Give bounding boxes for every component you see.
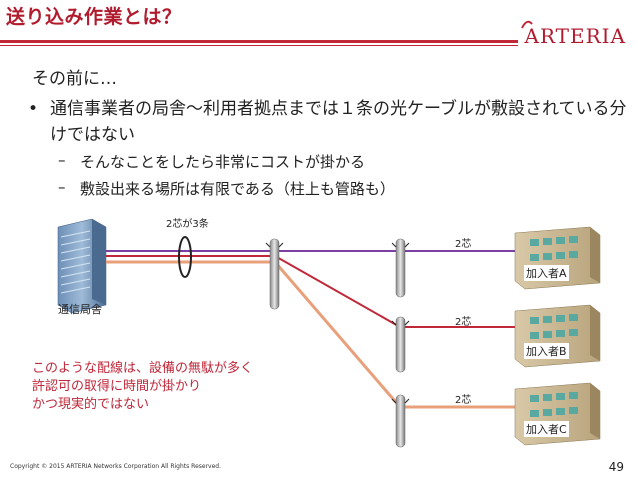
header-rule: [0, 40, 518, 43]
main-bullet-text: 通信事業者の局舎～利用者拠点までは１条の光ケーブルが敷設されている分けではない: [50, 96, 630, 148]
subscriber-a-label: 加入者A: [524, 265, 569, 281]
company-logo: ARTERIA: [525, 24, 627, 48]
bundle-label: 2芯が3条: [166, 215, 209, 230]
dash-marker: –: [58, 178, 66, 196]
slide-title: 送り込み作業とは？: [6, 2, 182, 29]
utility-pole-icon: [392, 239, 409, 297]
cores-label-b: 2芯: [455, 313, 471, 328]
page-number: 49: [609, 460, 624, 474]
warning-line: かつ現実的ではない: [32, 396, 253, 414]
subscriber-c-label: 加入者C: [524, 421, 569, 437]
wiring-diagram: 2芯が3条 通信局舎 2芯 2芯 2芯 加入者A 加入者B 加入者C: [0, 205, 638, 455]
warning-note: このような配線は、設備の無駄が多く 許認可の取得に時間が掛かり かつ現実的ではな…: [32, 360, 253, 414]
office-label: 通信局舎: [58, 301, 102, 317]
wiring-diagram-svg: [0, 205, 638, 455]
cores-label-a: 2芯: [455, 235, 471, 250]
copyright-footer: Copyright © 2015 ARTERIA Networks Corpor…: [10, 463, 221, 470]
warning-line: このような配線は、設備の無駄が多く: [32, 360, 253, 378]
subscriber-b-label: 加入者B: [524, 343, 569, 359]
utility-pole-icon: [392, 317, 409, 372]
dash-marker: –: [58, 151, 66, 169]
header-rule-thin: [0, 45, 518, 46]
bullet-dot: •: [28, 96, 38, 122]
warning-line: 許認可の取得に時間が掛かり: [32, 378, 253, 396]
office-building-icon: [58, 219, 106, 313]
sub-bullet-text: 敷設出来る場所は有限である（柱上も管路も）: [80, 178, 395, 199]
cores-label-c: 2芯: [455, 391, 471, 406]
utility-pole-icon: [266, 239, 283, 309]
sub-bullet-text: そんなことをしたら非常にコストが掛かる: [80, 151, 365, 172]
intro-text: その前に…: [32, 64, 117, 89]
